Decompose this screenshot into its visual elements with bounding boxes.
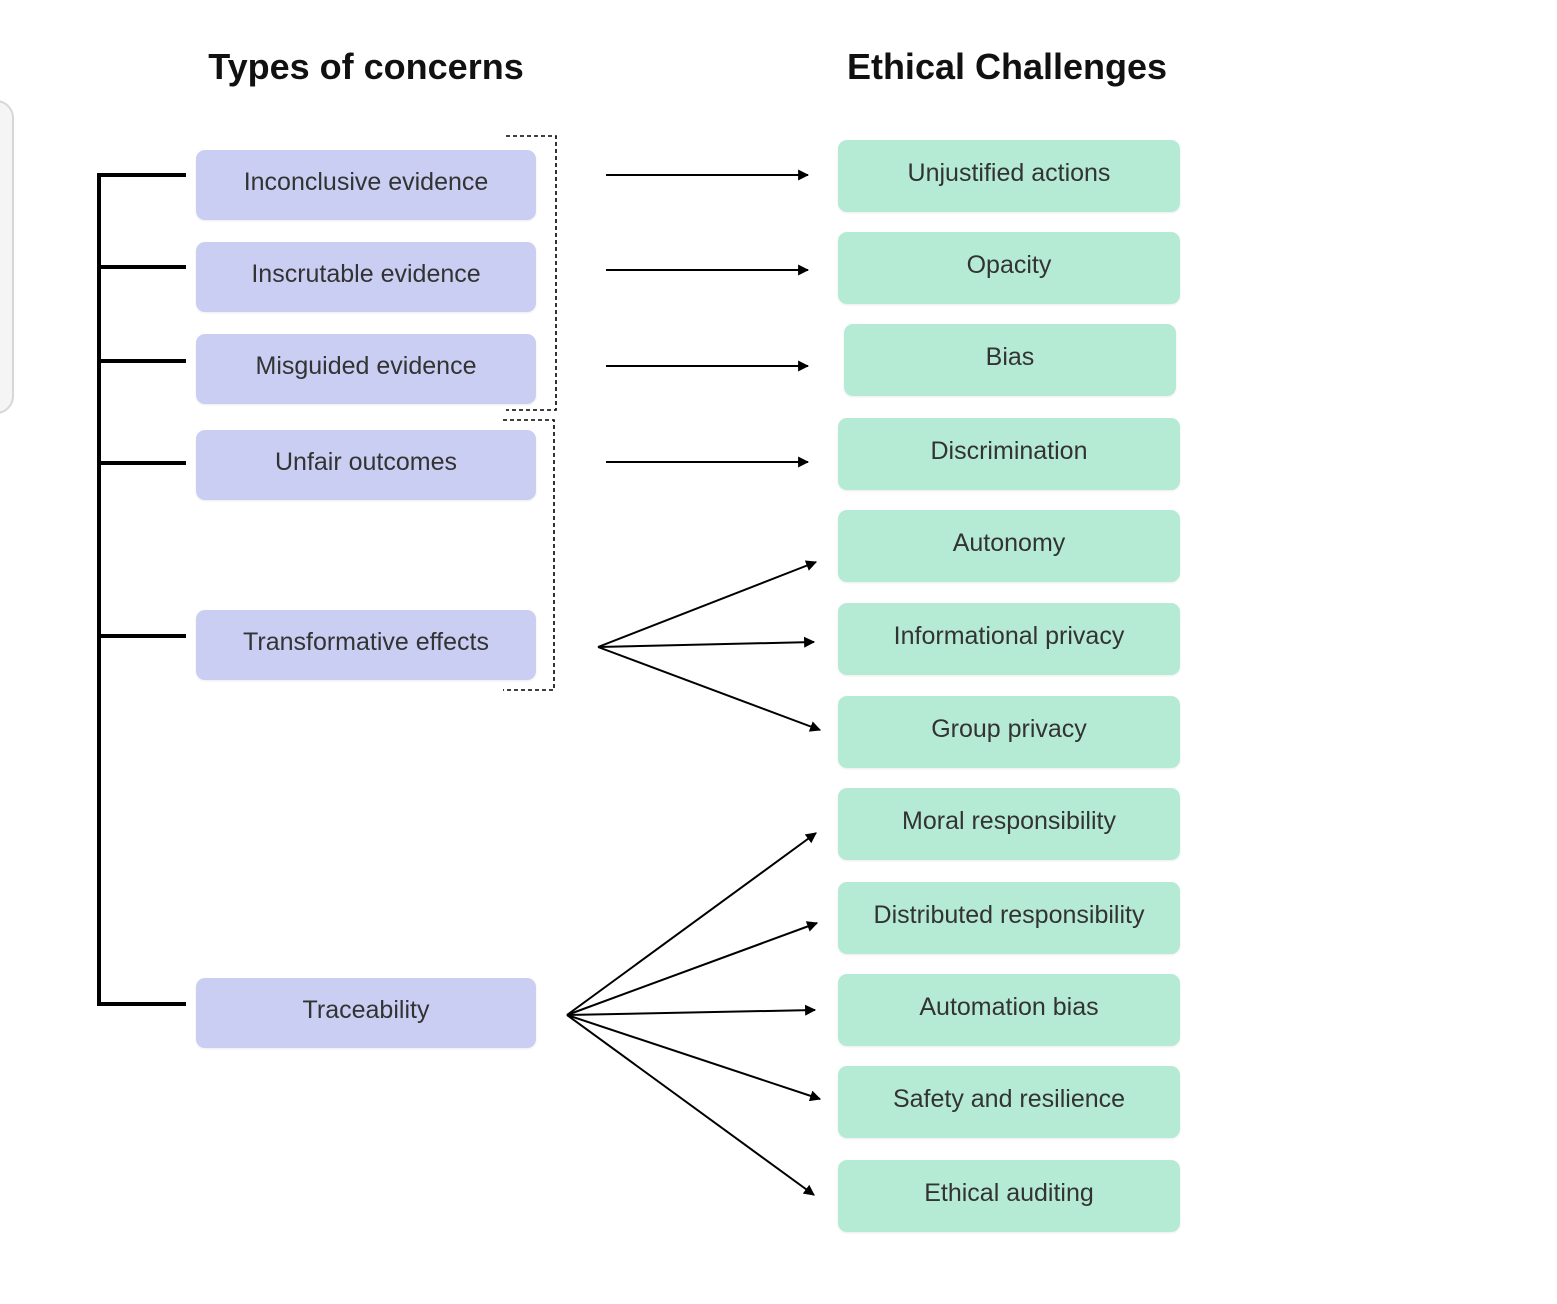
- arrow-transformative-to-informational-privacy: [597, 636, 816, 648]
- arrow-traceability-to-safety: [566, 1014, 822, 1102]
- challenge-informational-privacy: Informational privacy: [838, 603, 1180, 675]
- challenge-unjustified-actions: Unjustified actions: [838, 140, 1180, 212]
- arrows: [566, 169, 822, 1196]
- challenge-bias: Bias: [844, 324, 1176, 396]
- challenge-moral-responsibility: Moral responsibility: [838, 788, 1180, 860]
- arrow-traceability-to-automation-bias: [566, 1004, 817, 1016]
- arrow-traceability-to-distributed-responsibility: [566, 921, 819, 1016]
- concern-transformative-effects: Transformative effects: [196, 610, 536, 680]
- column-title-challenges: Ethical Challenges: [846, 46, 1168, 87]
- challenge-safety-and-resilience: Safety and resilience: [838, 1066, 1180, 1138]
- concern-inscrutable-evidence: Inscrutable evidence: [196, 242, 536, 312]
- challenge-autonomy: Autonomy: [838, 510, 1180, 582]
- arrow-transformative-to-group-privacy: [597, 646, 822, 732]
- dashed-bracket-normative: [503, 419, 555, 691]
- concern-traceability: Traceability: [196, 978, 536, 1048]
- challenge-group-privacy: Group privacy: [838, 696, 1180, 768]
- concern-inconclusive-evidence: Inconclusive evidence: [196, 150, 536, 220]
- arrow-transformative-to-autonomy: [597, 560, 818, 648]
- concern-misguided-evidence: Misguided evidence: [196, 334, 536, 404]
- challenge-distributed-responsibility: Distributed responsibility: [838, 882, 1180, 954]
- concern-unfair-outcomes: Unfair outcomes: [196, 430, 536, 500]
- arrow-traceability-to-ethical-auditing: [566, 1014, 815, 1196]
- dashed-bracket-epistemic: [506, 135, 557, 411]
- column-title-concerns: Types of concerns: [208, 46, 524, 87]
- left-bracket: [97, 173, 186, 1006]
- challenge-opacity: Opacity: [838, 232, 1180, 304]
- challenge-ethical-auditing: Ethical auditing: [838, 1160, 1180, 1232]
- challenge-discrimination: Discrimination: [838, 418, 1180, 490]
- arrow-traceability-to-moral-responsibility: [566, 832, 817, 1016]
- challenge-automation-bias: Automation bias: [838, 974, 1180, 1046]
